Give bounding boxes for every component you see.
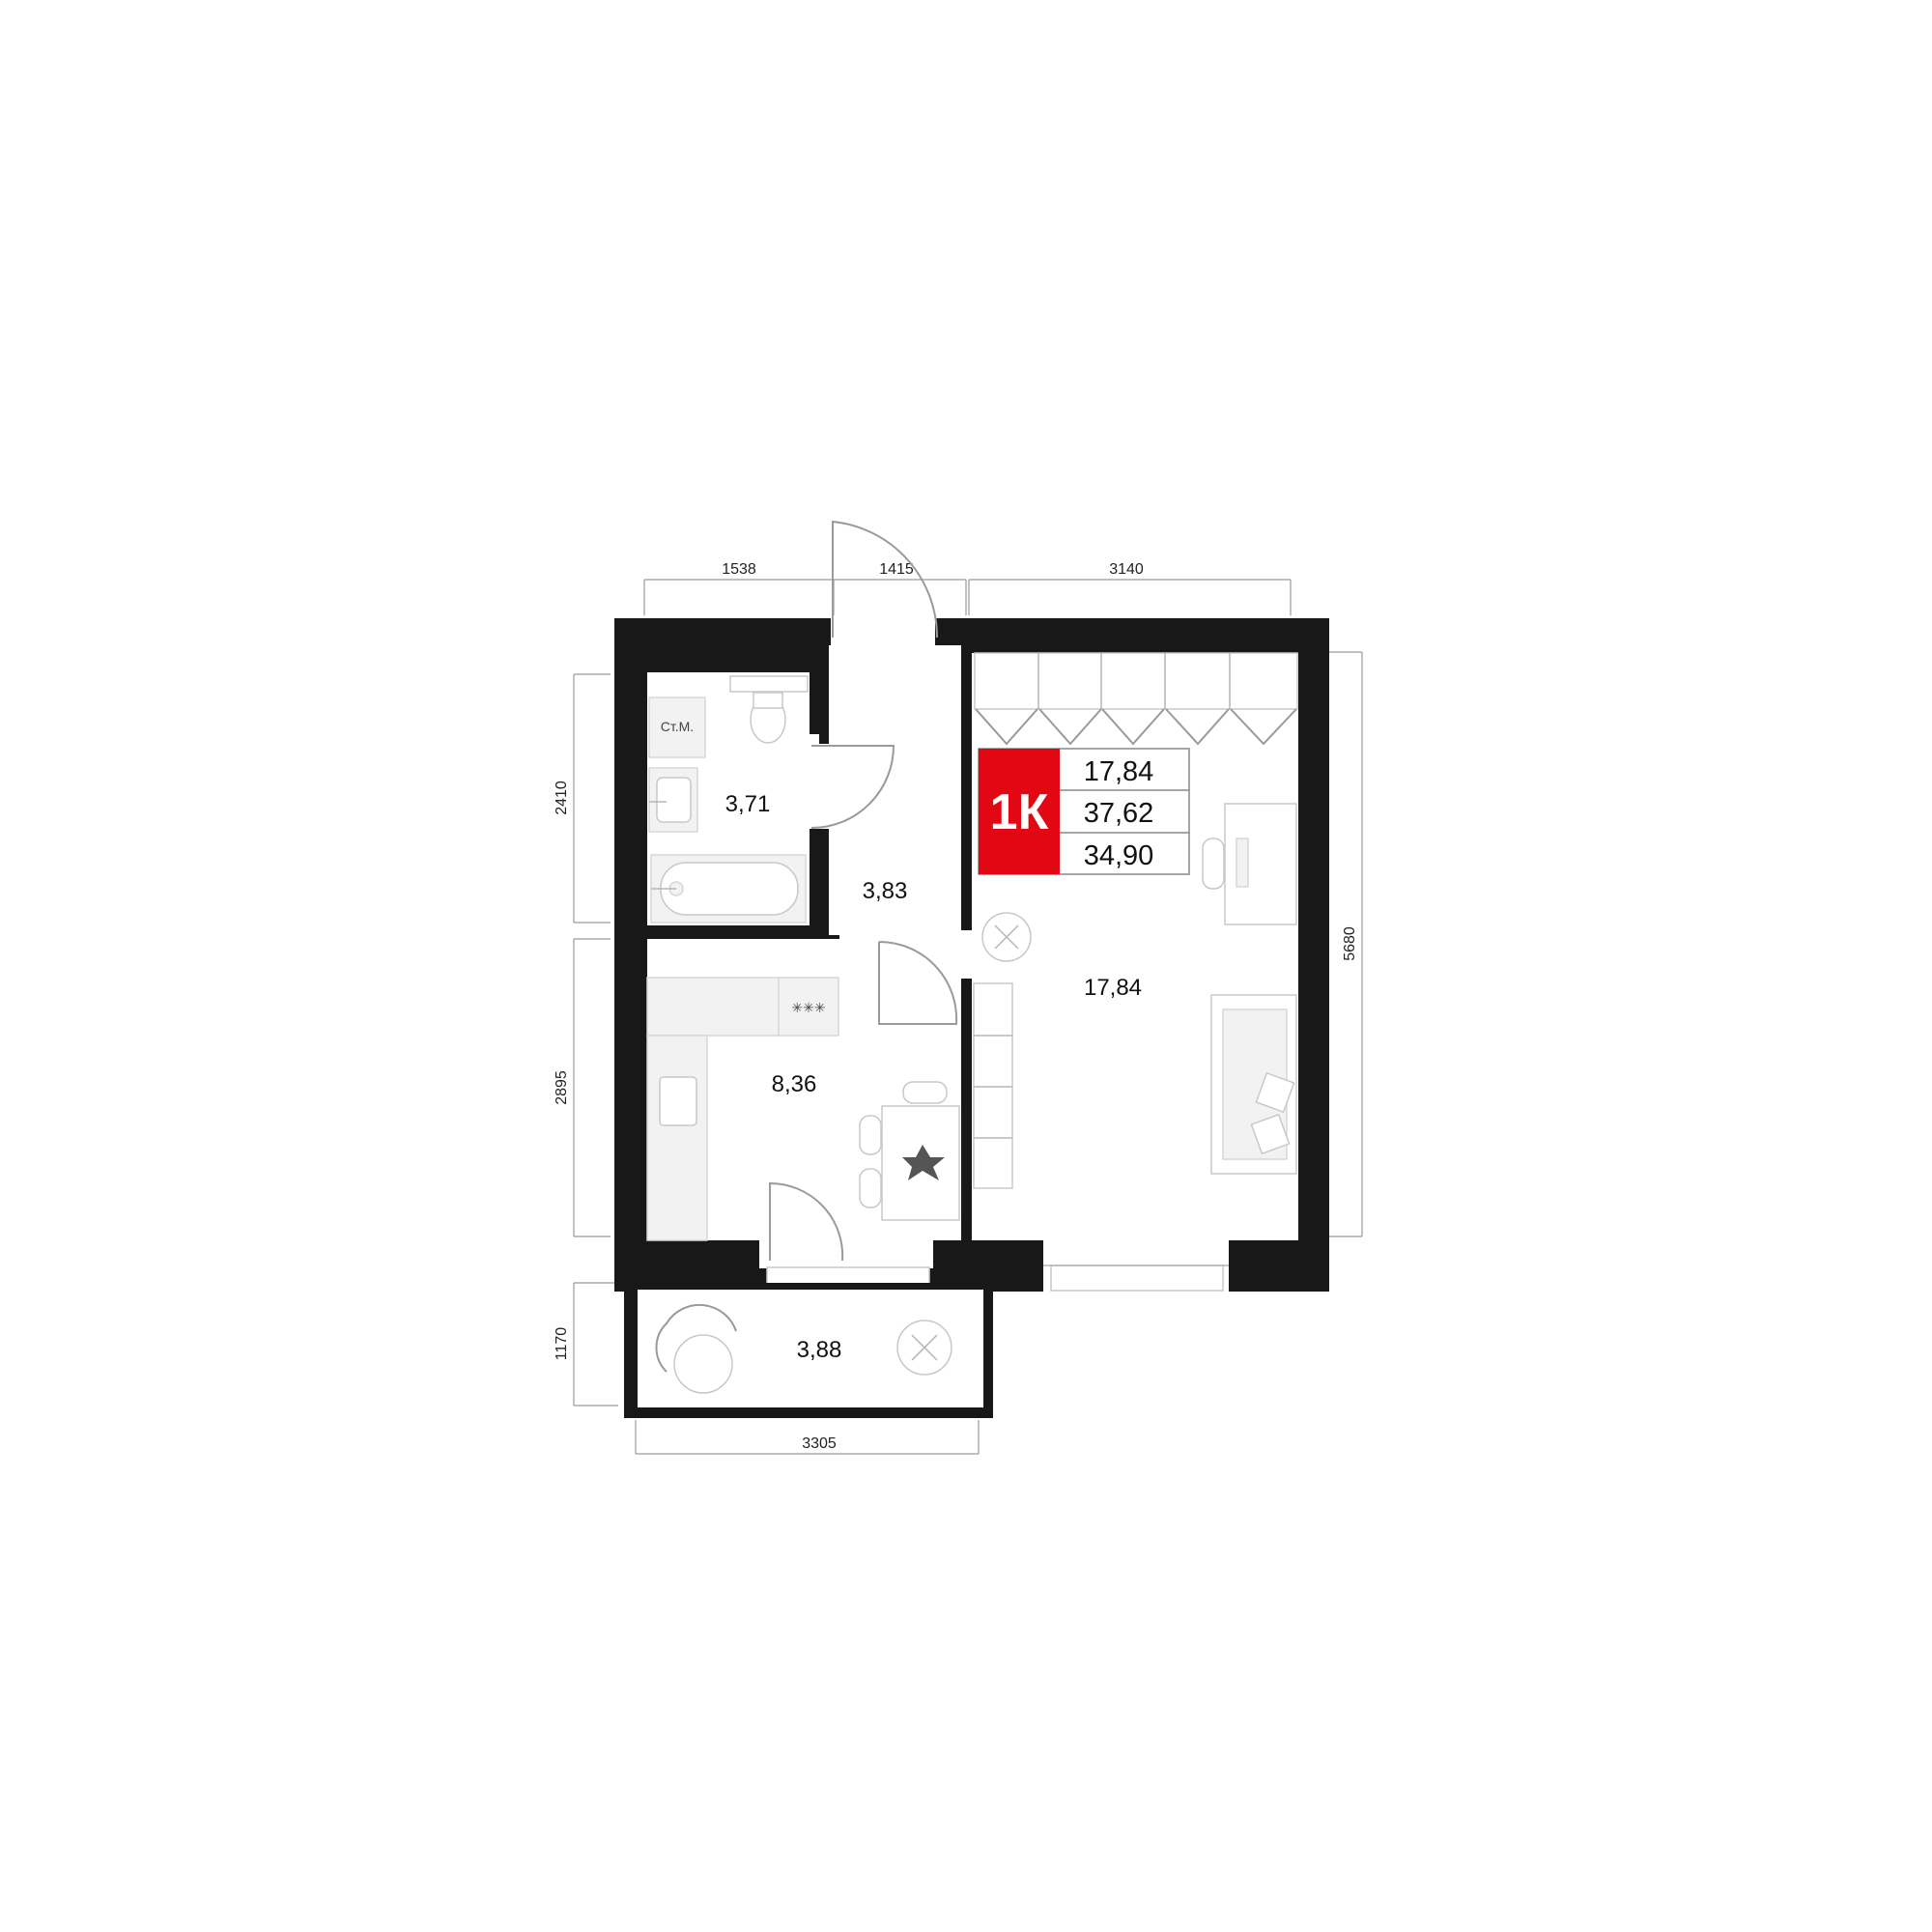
washing-machine-icon: Ст.М. <box>648 696 706 758</box>
dim-left-upper: 2410 <box>554 781 570 815</box>
tv-stand-icon <box>973 982 1013 1189</box>
dim-top-right: 3140 <box>1109 561 1144 578</box>
sofa-icon <box>1210 994 1297 1175</box>
dim-balcony-outer: 3305 <box>802 1435 837 1452</box>
washing-machine-label: Ст.М. <box>661 719 694 734</box>
svg-text:✳✳✳: ✳✳✳ <box>791 1000 825 1015</box>
dim-left-lower: 2895 <box>554 1070 570 1105</box>
sink-icon <box>648 767 698 833</box>
area-balcony: 3,88 <box>797 1337 842 1363</box>
chair-icon <box>859 1081 948 1208</box>
area-without-balcony-value: 34,90 <box>1084 840 1154 871</box>
desk-icon <box>1202 803 1297 925</box>
total-area-value: 37,62 <box>1084 798 1154 829</box>
dim-left-balcony: 1170 <box>554 1327 570 1361</box>
dining-table-icon <box>673 1334 733 1394</box>
wardrobe-icon <box>974 652 1298 746</box>
dim-right: 5680 <box>1342 926 1358 961</box>
sink-icon <box>659 1076 697 1126</box>
balcony-furniture <box>655 1303 952 1394</box>
area-living: 17,84 <box>1084 975 1142 1001</box>
toilet-icon <box>729 675 809 744</box>
chair-icon <box>655 1303 737 1373</box>
area-bathroom: 3,71 <box>725 791 771 817</box>
dim-top-middle: 1415 <box>879 561 914 578</box>
doors <box>769 520 958 1262</box>
plant-icon <box>981 912 1032 962</box>
area-kitchen: 8,36 <box>772 1071 817 1097</box>
living-area-value: 17,84 <box>1084 756 1154 787</box>
apartment-badge: 1К 17,84 37,62 34,90 <box>978 748 1190 875</box>
stove-icon: ✳✳✳ <box>778 977 839 1037</box>
kitchen-furniture: ✳✳✳ <box>646 977 960 1241</box>
bathtub-icon <box>650 854 807 923</box>
bathroom-fixtures: Ст.М. <box>648 675 809 923</box>
apartment-type: 1К <box>990 784 1049 840</box>
living-furniture <box>973 652 1298 1189</box>
dining-table-icon <box>881 1105 960 1221</box>
area-hall: 3,83 <box>863 878 908 904</box>
room-areas: 3,71 3,83 8,36 17,84 3,88 <box>725 791 1142 1363</box>
dimension-lines: 1538 1415 3140 5680 2410 2895 1170 3050 <box>554 561 1363 1455</box>
plant-icon <box>896 1320 952 1376</box>
dim-top-left: 1538 <box>722 561 756 578</box>
